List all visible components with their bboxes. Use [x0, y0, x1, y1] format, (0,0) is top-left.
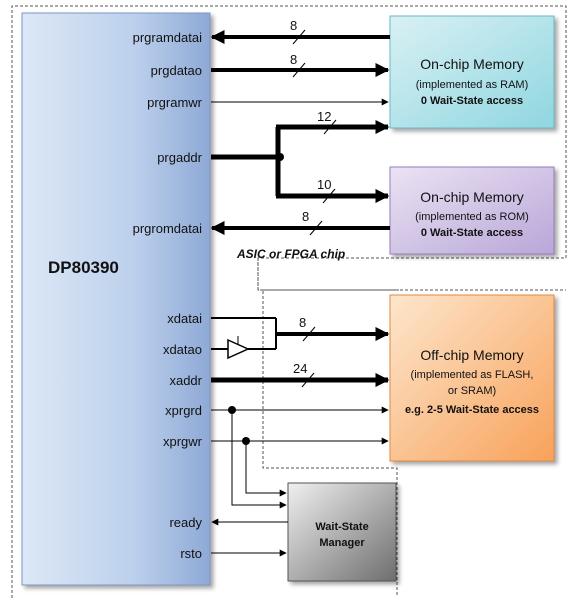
- signal-xprgwr: xprgwr: [163, 434, 203, 449]
- width-prgaddr-rom: 10: [317, 177, 331, 192]
- rom-block: On-chip Memory (implemented as ROM) 0 Wa…: [389, 166, 555, 255]
- slash-prgramdatai: [292, 29, 306, 45]
- signal-xdatai: xdatai: [167, 311, 202, 326]
- asic-boundary-step: [257, 258, 400, 291]
- width-prgaddr-ram: 12: [317, 109, 331, 124]
- rom-title: On-chip Memory: [420, 189, 523, 205]
- bus-width-marks: [292, 29, 337, 388]
- buffer-icon: [227, 336, 250, 360]
- width-prgramdatai: 8: [290, 18, 297, 33]
- wait-state-line1: Wait-State: [315, 521, 368, 533]
- wait-state-line2: Manager: [319, 537, 365, 549]
- signal-xprgrd: xprgrd: [165, 403, 202, 418]
- wire-xprgwr-to-wsm: [245, 441, 287, 497]
- width-prgromdatai: 8: [302, 209, 309, 224]
- rom-subtitle: (implemented as ROM): [415, 211, 529, 223]
- ram-title: On-chip Memory: [420, 56, 523, 72]
- offchip-access: e.g. 2-5 Wait-State access: [405, 404, 539, 416]
- signal-rsto: rsto: [180, 546, 202, 561]
- signal-xdatao: xdatao: [163, 342, 202, 357]
- wait-state-manager-block: Wait-State Manager: [287, 482, 397, 582]
- chip-boundary: [11, 5, 567, 598]
- rom-access: 0 Wait-State access: [421, 227, 523, 239]
- signal-labels: prgramdatai prgdatao prgramwr prgaddr pr…: [133, 30, 203, 561]
- signal-prgromdatai: prgromdatai: [133, 221, 202, 236]
- wire-xprgrd-to-wsm: [231, 410, 287, 509]
- slash-prgdatao: [292, 62, 306, 78]
- signal-prgaddr: prgaddr: [157, 150, 202, 165]
- core-block: [21, 12, 211, 586]
- core-name: DP80390: [48, 258, 119, 277]
- signal-xaddr: xaddr: [169, 373, 202, 388]
- signal-prgramwr: prgramwr: [147, 95, 203, 110]
- junction-prgaddr: [276, 153, 284, 161]
- slash-prgromdatai: [309, 220, 323, 236]
- offchip-block: Off-chip Memory (implemented as FLASH, o…: [389, 294, 555, 462]
- offchip-subtitle-1: (implemented as FLASH,: [411, 369, 534, 381]
- signal-prgramdatai: prgramdatai: [133, 30, 202, 45]
- junction-xprgrd: [228, 406, 236, 414]
- ram-subtitle: (implemented as RAM): [416, 79, 528, 91]
- chip-label: ASIC or FPGA chip: [236, 247, 345, 261]
- width-prgdatao: 8: [290, 52, 297, 67]
- signal-ready: ready: [169, 515, 202, 530]
- signal-prgdatao: prgdatao: [151, 63, 202, 78]
- offchip-title: Off-chip Memory: [420, 347, 523, 363]
- offchip-subtitle-2: or SRAM): [448, 385, 496, 397]
- slash-prgaddr-ram: [323, 119, 337, 135]
- connections: [210, 30, 390, 557]
- bus-width-labels: 8 8 12 10 8 8 24: [290, 18, 331, 376]
- slash-xaddr: [301, 372, 315, 388]
- ram-access: 0 Wait-State access: [421, 95, 523, 107]
- junction-xprgwr: [242, 437, 250, 445]
- slash-prgaddr-rom: [322, 188, 336, 204]
- ram-block: On-chip Memory (implemented as RAM) 0 Wa…: [389, 15, 555, 129]
- width-xaddr: 24: [293, 361, 307, 376]
- slash-xdata: [302, 326, 316, 342]
- width-xdata: 8: [299, 315, 306, 330]
- offchip-boundary: [262, 289, 398, 597]
